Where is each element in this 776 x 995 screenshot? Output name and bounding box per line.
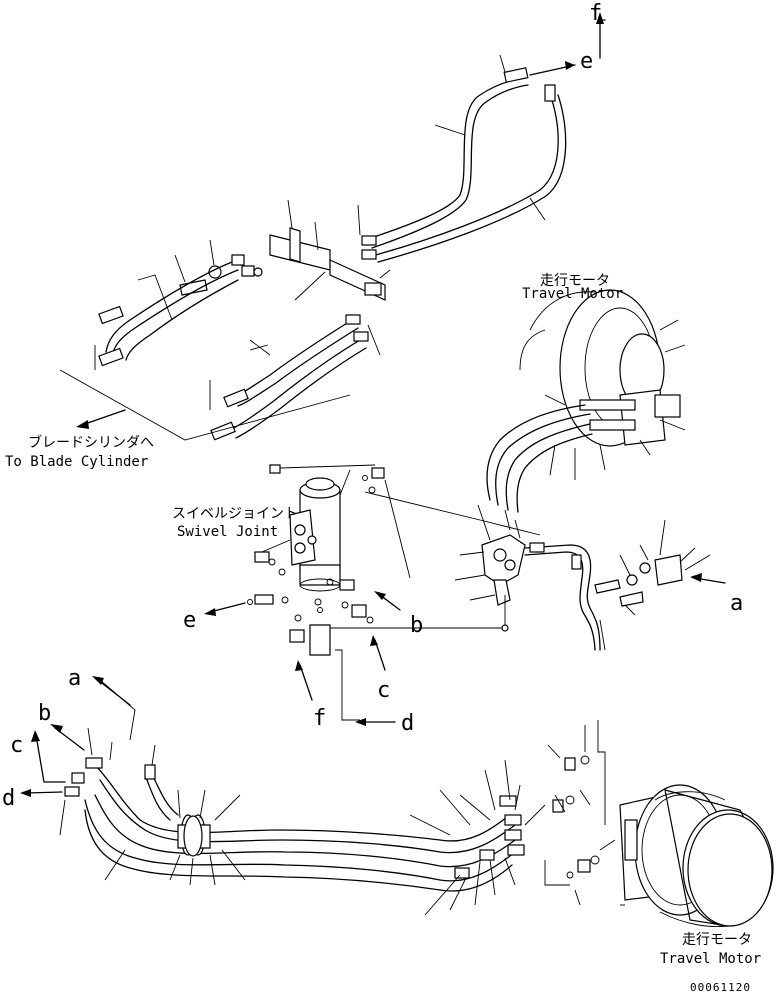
connection-letter-e-mid: e (183, 608, 196, 633)
connection-letter-d-mid: d (401, 711, 414, 736)
swivel-joint (204, 464, 481, 726)
blade-cylinder-label-en: To Blade Cylinder (5, 454, 148, 470)
connection-letter-f-mid: f (313, 706, 326, 731)
travel-motor-lower (619, 784, 774, 927)
lower-motor-fittings (544, 720, 625, 906)
swivel-joint-label-jp: スイベルジョイント (172, 506, 298, 522)
connection-letter-a-bottom: a (68, 666, 81, 691)
connection-letter-b-bottom: b (38, 701, 51, 726)
travel-motor-top-label-en: Travel Motor (522, 286, 623, 302)
connection-letter-d-bottom: d (2, 786, 15, 811)
connection-letter-c-bottom: c (10, 733, 23, 758)
blade-hose-assembly (59, 12, 606, 441)
lower-hose-bundle (20, 676, 546, 916)
connection-letter-b-mid: b (410, 613, 423, 638)
connection-letter-f-top: f (589, 1, 602, 26)
travel-motor-hoses-upper (486, 394, 606, 513)
travel-motor-upper (519, 289, 686, 456)
swivel-manifold-right (309, 504, 601, 651)
connection-letter-c-mid: c (377, 678, 390, 703)
travel-motor-bottom-label-jp: 走行モータ (682, 932, 752, 948)
blade-cylinder-label-jp: ブレードシリンダへ (28, 434, 154, 451)
drawing-number: 00061120 (690, 981, 751, 994)
swivel-joint-label-en: Swivel Joint (177, 524, 278, 540)
bracket-assembly (594, 519, 726, 651)
travel-motor-top-label-jp: 走行モータ (540, 273, 610, 289)
connection-letter-e-top: e (580, 49, 593, 74)
connection-letter-a-right: a (730, 591, 743, 616)
travel-motor-bottom-label-en: Travel Motor (660, 951, 761, 967)
